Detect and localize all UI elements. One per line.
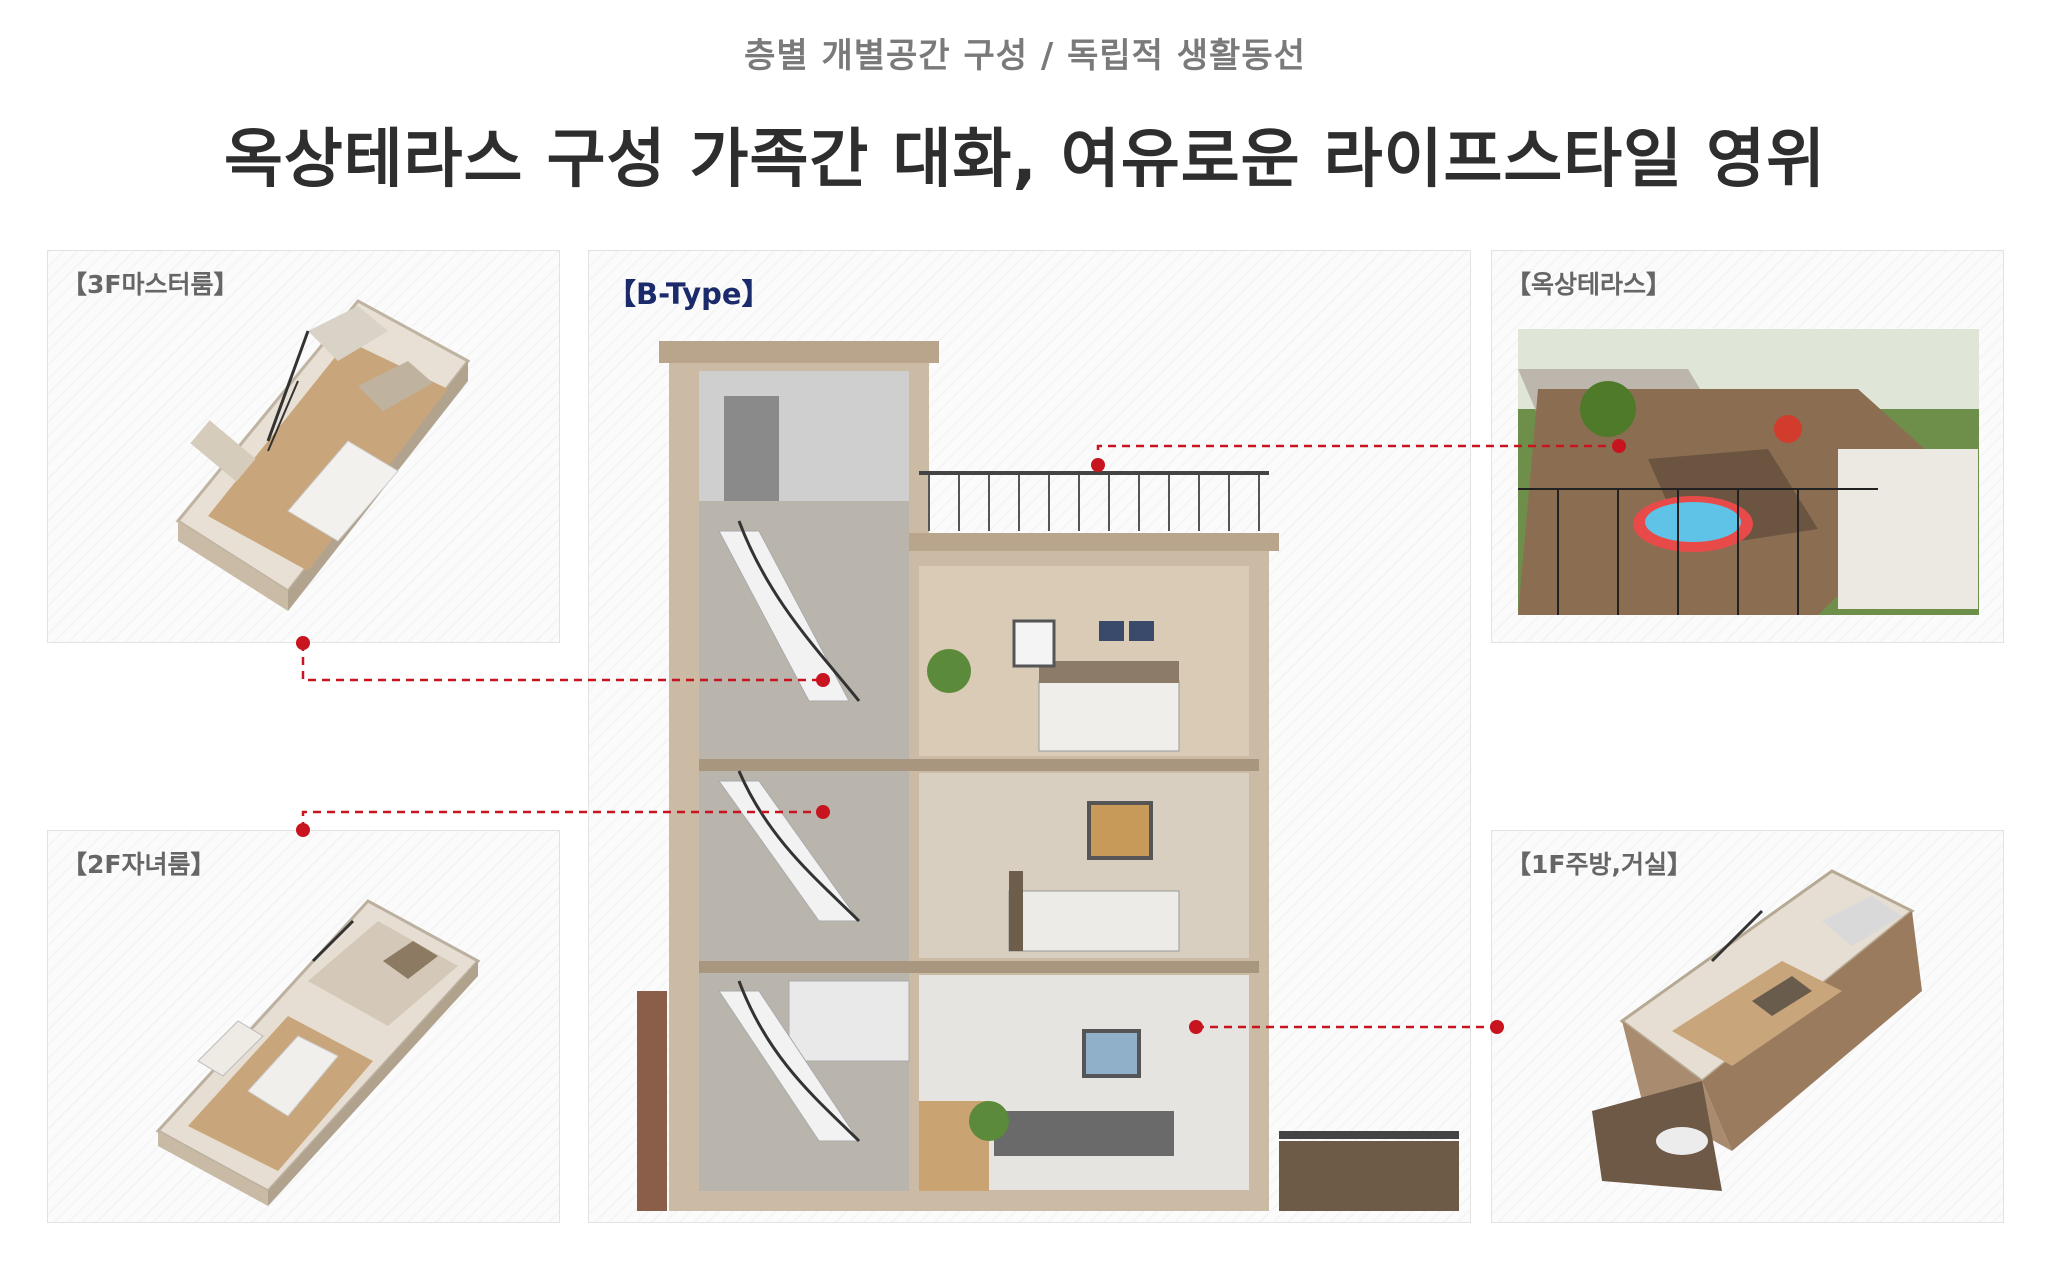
connector-dot-3f-panel <box>296 636 310 650</box>
connector-line-rooftop <box>1096 444 1619 450</box>
panel-label-rooftop-terrace: 【옥상테라스】 <box>1506 270 1672 299</box>
panel-label-b-type: 【B-Type】 <box>607 277 771 311</box>
page-title: 옥상테라스 구성 가족간 대화, 여유로운 라이프스타일 영위 <box>223 123 1827 197</box>
house-cross-section-illustration <box>637 341 1459 1211</box>
panel-label-1f-kitchen-living: 【1F주방,거실】 <box>1506 850 1692 879</box>
rooftop-terrace-photo <box>1518 329 1979 615</box>
panel-1f-kitchen-living: 【1F주방,거실】 <box>1491 830 2004 1223</box>
panel-label-2f-child-room: 【2F자녀룸】 <box>62 850 216 879</box>
connector-dot-rooftop-photo <box>1612 439 1626 453</box>
panel-rooftop-terrace: 【옥상테라스】 <box>1491 250 2004 643</box>
connector-line-2f <box>301 810 823 830</box>
connector-dot-1f-panel <box>1490 1020 1504 1034</box>
connector-dot-rooftop-house <box>1091 458 1105 472</box>
connector-dot-3f-house <box>816 673 830 687</box>
panel-2f-child-room: 【2F자녀룸】 <box>47 830 560 1223</box>
floorplan-3f-illustration <box>175 299 471 611</box>
connector-dot-2f-house <box>816 805 830 819</box>
panel-3f-master-room: 【3F마스터룸】 <box>47 250 560 643</box>
floorplan-2f-illustration <box>155 899 481 1206</box>
floorplan-1f-illustration <box>1592 869 1922 1191</box>
page-subtitle: 층별 개별공간 구성 / 독립적 생활동선 <box>744 36 1306 76</box>
panel-label-3f-master-room: 【3F마스터룸】 <box>62 270 239 299</box>
connector-line-3f <box>301 643 823 682</box>
connector-dot-2f-panel <box>296 823 310 837</box>
connector-dot-1f-house <box>1189 1020 1203 1034</box>
panel-b-type-cross-section: 【B-Type】 <box>588 250 1471 1223</box>
